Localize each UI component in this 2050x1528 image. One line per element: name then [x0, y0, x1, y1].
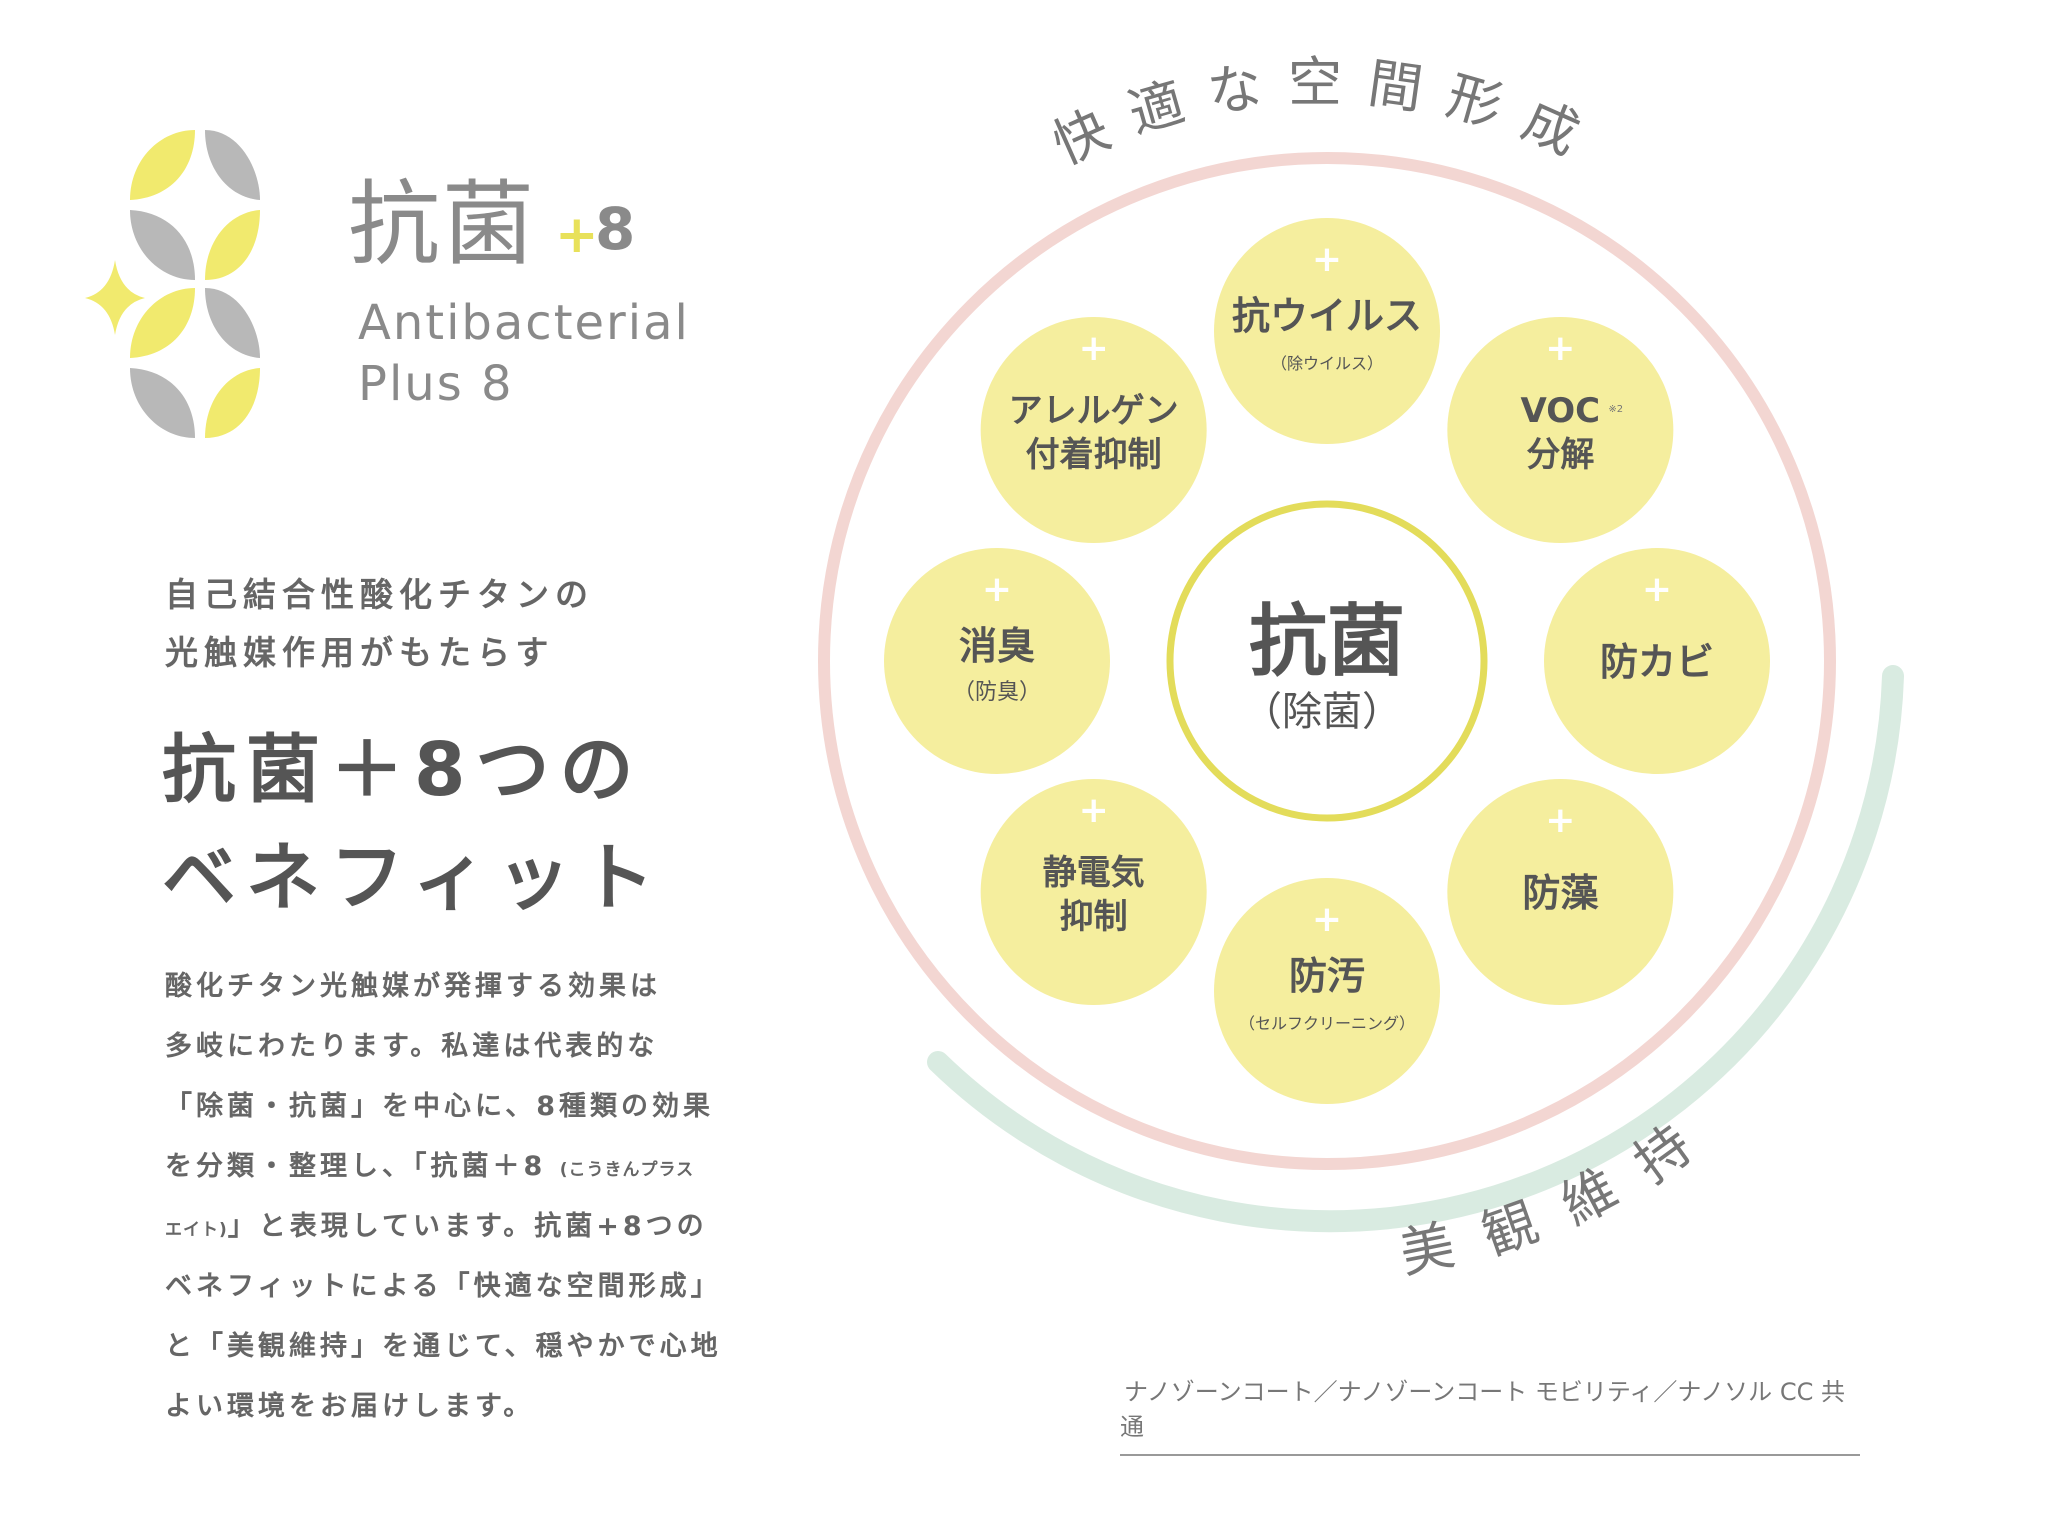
logo-eight: 8: [595, 195, 636, 263]
benefit-subtitle: （防臭）: [953, 680, 1041, 705]
benefit-title: 防藻: [1522, 871, 1599, 915]
center-title: 抗菌: [1249, 597, 1405, 687]
benefit-circle: [1214, 878, 1440, 1104]
body-text: を分類・整理し、「抗菌＋8: [165, 1151, 547, 1182]
subtitle-line2: 光触媒作用がもたらす: [165, 633, 555, 672]
benefit-title: 付着抑制: [1026, 435, 1162, 475]
headline-line1: 抗菌＋8つの: [162, 727, 644, 813]
benefit-item: + 抗ウイルス （除ウイルス）: [1214, 218, 1440, 444]
plus-icon: +: [1545, 328, 1575, 369]
plus-icon: +: [1642, 569, 1672, 610]
logo-leaves: [130, 130, 260, 438]
center-subtitle: （除菌）: [1242, 689, 1402, 735]
body-reading: (こうきんプラス: [559, 1160, 695, 1180]
benefit-title: 抑制: [1060, 897, 1128, 937]
logo-plus: +: [555, 205, 599, 265]
headline-line2: ベネフィット: [162, 835, 665, 921]
benefit-circle: [1447, 779, 1674, 1006]
logo-english-line2: Plus 8: [358, 356, 514, 412]
body-reading: エイト): [165, 1220, 228, 1240]
benefit-title: 消臭: [959, 624, 1035, 668]
body-line: 酸化チタン光触媒が発揮する効果は: [165, 971, 661, 1002]
logo-mark: [85, 130, 260, 438]
benefit-circle: [1447, 316, 1674, 543]
body-line: よい環境をお届けします。: [165, 1391, 535, 1422]
lower-arc-label: 美観維持: [1395, 1093, 1731, 1286]
benefit-circle: [980, 779, 1207, 1006]
logo-title: 抗菌: [348, 171, 537, 278]
benefit-circle: [980, 316, 1207, 543]
plus-icon: +: [1312, 239, 1342, 280]
plus-icon: +: [1079, 328, 1109, 369]
benefit-title: アレルゲン: [1009, 391, 1179, 431]
footnote: ナノゾーンコート／ナノゾーンコート モビリティ／ナノソル CC 共通: [1120, 1372, 1860, 1456]
benefit-item: + 消臭 （防臭）: [884, 548, 1110, 774]
body-line: 多岐にわたります。私達は代表的な: [165, 1031, 659, 1062]
benefit-item: + 防カビ: [1544, 548, 1770, 774]
body-line: 「除菌・抗菌」を中心に、8種類の効果: [165, 1091, 714, 1122]
lower-arc: [927, 665, 1904, 1233]
footnote-text: ナノゾーンコート／ナノゾーンコート モビリティ／ナノソル CC 共通: [1120, 1378, 1845, 1441]
plus-icon: +: [1545, 800, 1575, 841]
benefit-subtitle: （セルフクリーニング）: [1239, 1014, 1415, 1033]
benefit-title: 防汚: [1289, 954, 1365, 998]
benefit-title: 抗ウイルス: [1232, 294, 1422, 338]
body-line: エイト)」と表現しています。抗菌+8つの: [165, 1204, 708, 1243]
benefit-item: + 防藻: [1447, 779, 1674, 1006]
benefit-title: 分解: [1526, 435, 1594, 475]
benefit-title: 防カビ: [1600, 640, 1714, 684]
center-circle: [1166, 500, 1488, 822]
benefit-item: + 防汚 （セルフクリーニング）: [1214, 878, 1440, 1104]
sparkle-icon: [85, 260, 145, 335]
logo-english-line1: Antibacterial: [358, 295, 690, 351]
benefit-note: ※2: [1608, 404, 1623, 415]
plus-icon: +: [982, 569, 1012, 610]
benefit-circle: [1214, 218, 1440, 444]
benefit-title: 静電気: [1043, 853, 1145, 893]
benefit-circle: [884, 548, 1110, 774]
subtitle-line1: 自己結合性酸化チタンの: [165, 575, 594, 614]
benefit-subtitle: （除ウイルス）: [1271, 354, 1383, 373]
body-text: 」と表現しています。抗菌+8つの: [227, 1211, 708, 1242]
body-line: を分類・整理し、「抗菌＋8 (こうきんプラス: [165, 1144, 694, 1183]
plus-icon: +: [1079, 790, 1109, 831]
plus-icon: +: [1312, 899, 1342, 940]
benefit-title: VOC: [1521, 391, 1601, 431]
body-line: と「美観維持」を通じて、穏やかで心地: [165, 1331, 722, 1362]
body-line: ベネフィットによる「快適な空間形成」: [165, 1271, 722, 1302]
benefit-circle: [1544, 548, 1770, 774]
outer-ring: [818, 152, 1836, 1170]
